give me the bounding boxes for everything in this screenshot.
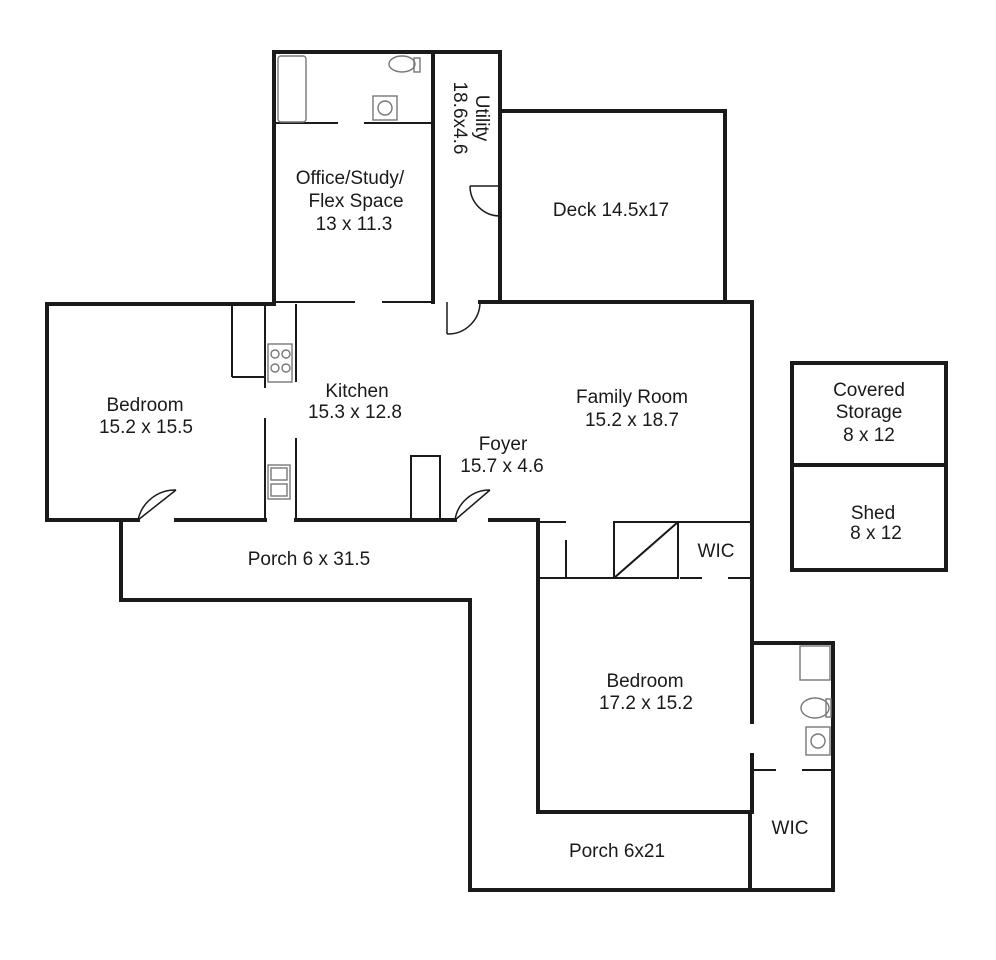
bedroom-left-label-dimensions: 15.2 x 15.5 <box>99 417 193 438</box>
shed-label: Shed 8 x 12 <box>850 503 902 544</box>
covered-storage-label-dimensions: 8 x 12 <box>843 425 895 446</box>
foyer-label-name: Foyer <box>479 434 528 455</box>
foyer-label-dimensions: 15.7 x 4.6 <box>460 456 543 477</box>
fixtures <box>267 55 832 756</box>
utility-label-line1: Utility <box>471 95 492 142</box>
family-room-label-name: Family Room <box>576 387 688 408</box>
deck-label: Deck 14.5x17 <box>553 200 669 221</box>
bedroom-left-label-name: Bedroom <box>106 395 183 416</box>
porch-rear-label: Porch 6x21 <box>569 841 665 862</box>
office-label: Office/Study/ Flex Space 13 x 11.3 <box>296 168 405 235</box>
covered-storage-label: Covered Storage 8 x 12 <box>833 380 905 446</box>
foyer-label: Foyer 15.7 x 4.6 <box>460 434 543 477</box>
shed-label-name: Shed <box>851 503 895 524</box>
wic-upper-label: WIC <box>698 541 735 562</box>
exterior-walls <box>45 50 948 892</box>
wic-lower-label: WIC <box>772 818 809 839</box>
bedroom-main-label-dimensions: 17.2 x 15.2 <box>599 693 693 714</box>
doors <box>137 185 501 521</box>
porch-front-label: Porch 6 x 31.5 <box>248 549 371 570</box>
kitchen-label-dimensions: 15.3 x 12.8 <box>308 402 402 423</box>
bedroom-main-label-name: Bedroom <box>606 671 683 692</box>
bedroom-left-label: Bedroom 15.2 x 15.5 <box>99 395 193 438</box>
covered-storage-label-line1: Covered <box>833 380 905 401</box>
interior-walls <box>231 122 833 771</box>
kitchen-label-name: Kitchen <box>325 381 388 402</box>
utility-label-dimensions: 18.6x4.6 <box>449 82 470 155</box>
family-room-label-dimensions: 15.2 x 18.7 <box>585 410 679 431</box>
utility-label: Utility 18.6x4.6 <box>449 82 492 155</box>
kitchen-label: Kitchen 15.3 x 12.8 <box>308 381 402 423</box>
bedroom-main-label: Bedroom 17.2 x 15.2 <box>599 671 693 714</box>
office-label-line2: Flex Space <box>308 191 403 212</box>
family-room-label: Family Room 15.2 x 18.7 <box>576 387 688 431</box>
office-label-line1: Office/Study/ <box>296 168 405 189</box>
office-label-dimensions: 13 x 11.3 <box>316 214 393 235</box>
shed-label-dimensions: 8 x 12 <box>850 523 902 544</box>
covered-storage-label-line2: Storage <box>836 402 903 423</box>
